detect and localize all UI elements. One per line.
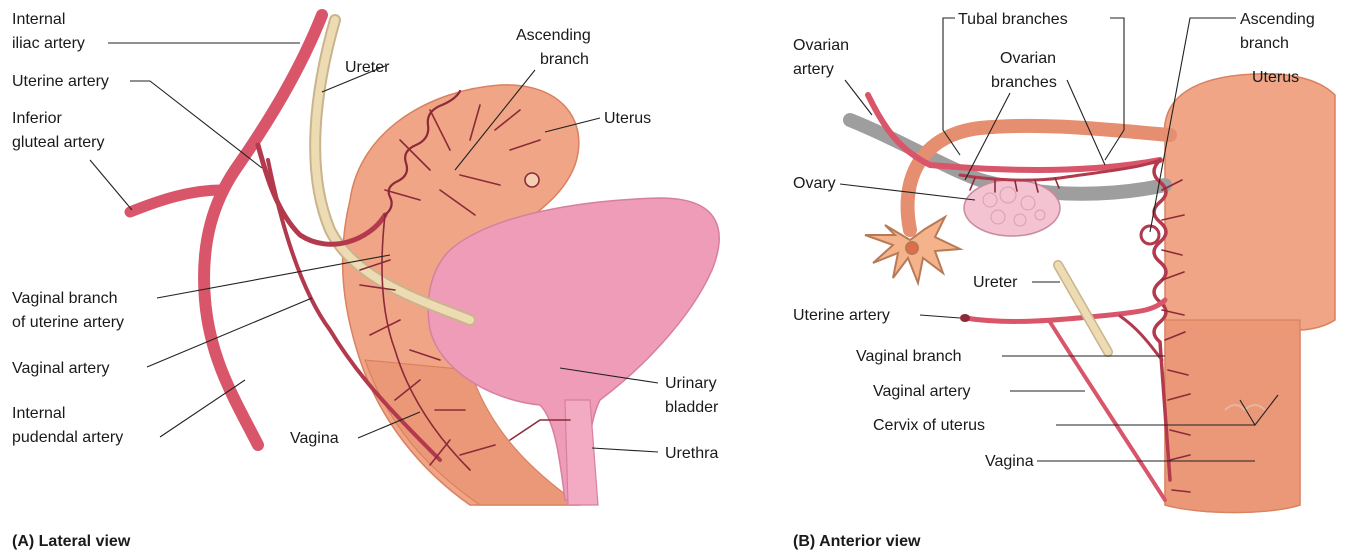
label-internal-iliac-line1: Internal: [12, 11, 65, 28]
label-inferior-gluteal-line1: Inferior: [12, 110, 62, 127]
label-ascending-a-line1: Ascending: [516, 27, 591, 44]
cervix-shape-b: [1165, 320, 1300, 513]
label-uterus-b: Uterus: [1252, 69, 1299, 86]
panel-b-anterior-view: [850, 74, 1335, 513]
internal-iliac-artery-a: [204, 15, 322, 445]
label-vagina-a: Vagina: [290, 430, 339, 447]
label-urethra: Urethra: [665, 445, 718, 462]
label-ascending-a-line2: branch: [540, 51, 589, 68]
label-vaginal-artery-a: Vaginal artery: [12, 360, 110, 377]
label-vaginal-artery-b: Vaginal artery: [873, 383, 971, 400]
label-vaginal-branch-b: Vaginal branch: [856, 348, 962, 365]
label-ascending-b-line2: branch: [1240, 35, 1289, 52]
label-vaginal-branch-line1: Vaginal branch: [12, 290, 118, 307]
label-inferior-gluteal-line2: gluteal artery: [12, 134, 105, 151]
label-uterine-artery-a: Uterine artery: [12, 73, 109, 90]
label-tubal-branches: Tubal branches: [958, 11, 1068, 28]
label-ovarian-artery-line1: Ovarian: [793, 37, 849, 54]
label-ovarian-artery-line2: artery: [793, 61, 834, 78]
label-vaginal-branch-line2: of uterine artery: [12, 314, 124, 331]
caption-lateral-view: (A) Lateral view: [12, 533, 131, 550]
label-ovary: Ovary: [793, 175, 836, 192]
caption-anterior-view: (B) Anterior view: [793, 533, 921, 550]
inferior-gluteal-artery-a: [130, 190, 222, 212]
label-urinary-bladder-line2: bladder: [665, 399, 719, 416]
ascending-branch-loop: [1141, 226, 1159, 244]
label-uterine-artery-b: Uterine artery: [793, 307, 890, 324]
label-internal-pudendal-line1: Internal: [12, 405, 65, 422]
label-ureter-b: Ureter: [973, 274, 1018, 291]
label-ascending-b-line1: Ascending: [1240, 11, 1315, 28]
label-urinary-bladder-line1: Urinary: [665, 375, 717, 392]
panel-a-lateral-view: [130, 15, 719, 505]
ureter-b-fill: [1058, 265, 1108, 352]
label-ovarian-branches-line1: Ovarian: [1000, 50, 1056, 67]
label-internal-pudendal-line2: pudendal artery: [12, 429, 123, 446]
label-uterus-a: Uterus: [604, 110, 651, 127]
label-vagina-b: Vagina: [985, 453, 1034, 470]
uterine-artery-b: [965, 300, 1165, 321]
uterine-artery-cut-end: [960, 314, 970, 322]
label-cervix: Cervix of uterus: [873, 417, 985, 434]
label-ovarian-branches-line2: branches: [991, 74, 1057, 91]
label-internal-iliac-line2: iliac artery: [12, 35, 85, 52]
